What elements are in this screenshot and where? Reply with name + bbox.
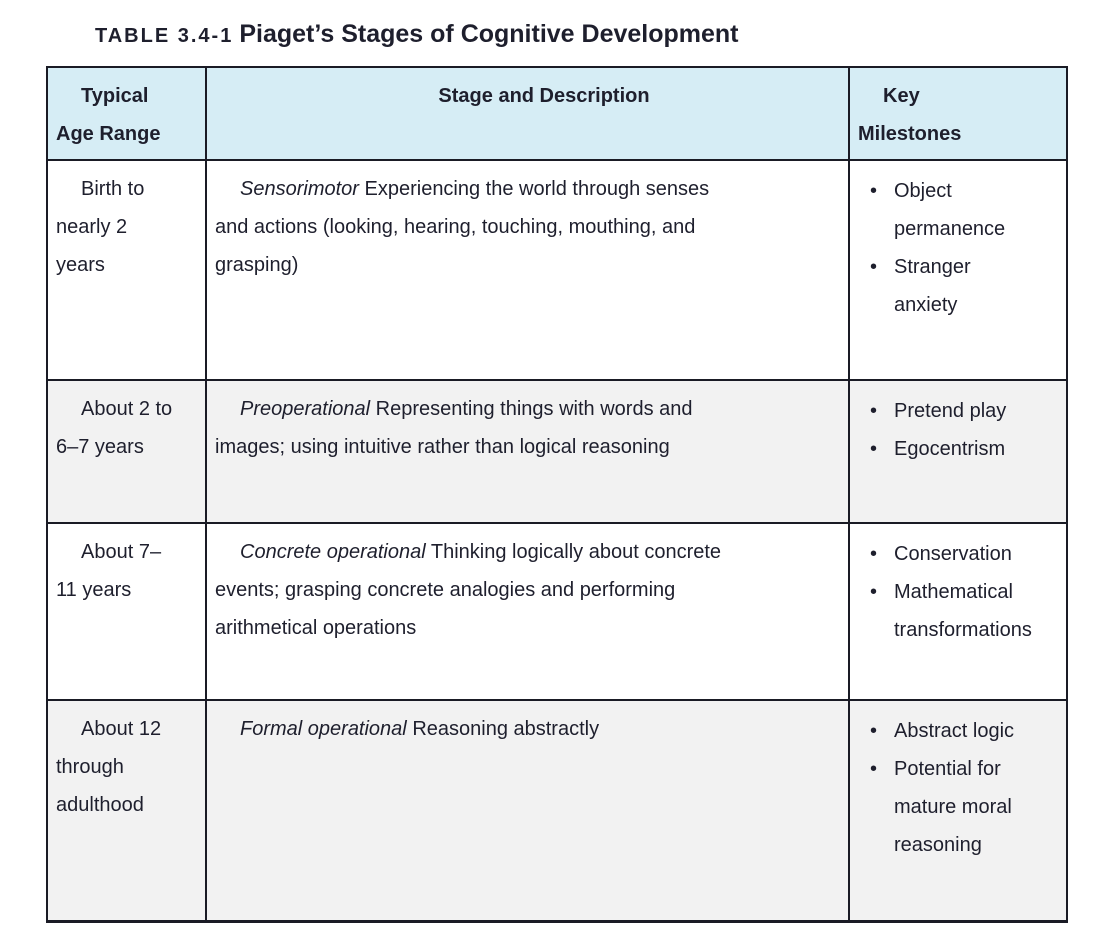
stage-description-text: Formal operational Reasoning abstractly bbox=[215, 710, 730, 748]
milestone-item: Pretend play bbox=[866, 392, 1026, 430]
header-key-milestones-label: Key Milestones bbox=[858, 85, 962, 145]
piaget-stages-table: Typical Age Range Stage and Description … bbox=[46, 66, 1068, 923]
milestone-item: Object permanence bbox=[866, 172, 1026, 248]
age-range-text: About 2 to 6–7 years bbox=[56, 398, 173, 458]
age-range-text: About 7–11 years bbox=[56, 541, 162, 601]
milestone-item: Egocentrism bbox=[866, 430, 1026, 468]
milestone-item: Abstract logic bbox=[866, 712, 1026, 750]
stage-name: Formal operational bbox=[240, 718, 407, 740]
stage-name: Concrete operational bbox=[240, 541, 426, 563]
milestones-cell: Pretend play Egocentrism bbox=[848, 379, 1068, 524]
table-row-formal-operational: About 12 through adulthood Formal operat… bbox=[46, 699, 1068, 923]
milestone-item: Stranger anxiety bbox=[866, 248, 1026, 324]
stage-description-cell: Preoperational Representing things with … bbox=[205, 379, 850, 524]
stage-description: Thinking logically about concrete events… bbox=[215, 541, 722, 639]
milestones-cell: Conservation Mathematical transformation… bbox=[848, 522, 1068, 701]
header-stage-and-description: Stage and Description bbox=[205, 66, 850, 161]
header-stage-and-description-label: Stage and Description bbox=[438, 85, 650, 107]
milestones-cell: Object permanence Stranger anxiety bbox=[848, 159, 1068, 381]
milestones-list: Conservation Mathematical transformation… bbox=[858, 535, 1066, 649]
table-row-concrete-operational: About 7–11 years Concrete operational Th… bbox=[46, 522, 1068, 701]
milestone-item: Potential for mature moral reasoning bbox=[866, 750, 1026, 864]
stage-description-cell: Formal operational Reasoning abstractly bbox=[205, 699, 850, 923]
header-typical-age-range-label: Typical Age Range bbox=[56, 85, 161, 145]
stage-description: Reasoning abstractly bbox=[412, 718, 600, 740]
milestones-list: Pretend play Egocentrism bbox=[858, 392, 1066, 468]
milestones-cell: Abstract logic Potential for mature mora… bbox=[848, 699, 1068, 923]
stage-name: Preoperational bbox=[240, 398, 371, 420]
header-key-milestones: Key Milestones bbox=[848, 66, 1068, 161]
header-row: Typical Age Range Stage and Description … bbox=[46, 66, 1068, 161]
stage-description-cell: Sensorimotor Experiencing the world thro… bbox=[205, 159, 850, 381]
table-row-preoperational: About 2 to 6–7 years Preoperational Repr… bbox=[46, 379, 1068, 524]
age-range-cell: About 7–11 years bbox=[46, 522, 207, 701]
stage-description: Representing things with words and image… bbox=[215, 398, 693, 458]
table-caption: Piaget’s Stages of Cognitive Development bbox=[239, 20, 739, 48]
stage-description-text: Sensorimotor Experiencing the world thro… bbox=[215, 170, 730, 284]
age-range-text: About 12 through adulthood bbox=[56, 718, 162, 816]
milestones-list: Abstract logic Potential for mature mora… bbox=[858, 712, 1066, 864]
milestones-list: Object permanence Stranger anxiety bbox=[858, 172, 1066, 324]
stage-description-text: Preoperational Representing things with … bbox=[215, 390, 730, 466]
stage-description: Experiencing the world through senses an… bbox=[215, 178, 710, 276]
table-row-sensorimotor: Birth to nearly 2 years Sensorimotor Exp… bbox=[46, 159, 1068, 381]
table-number-label: TABLE 3.4-1 bbox=[95, 25, 234, 47]
stage-description-cell: Concrete operational Thinking logically … bbox=[205, 522, 850, 701]
milestone-item: Conservation bbox=[866, 535, 1026, 573]
age-range-cell: Birth to nearly 2 years bbox=[46, 159, 207, 381]
age-range-text: Birth to nearly 2 years bbox=[56, 178, 145, 276]
header-typical-age-range: Typical Age Range bbox=[46, 66, 207, 161]
age-range-cell: About 12 through adulthood bbox=[46, 699, 207, 923]
stage-name: Sensorimotor bbox=[240, 178, 359, 200]
stage-description-text: Concrete operational Thinking logically … bbox=[215, 533, 730, 647]
age-range-cell: About 2 to 6–7 years bbox=[46, 379, 207, 524]
milestone-item: Mathematical transformations bbox=[866, 573, 1032, 649]
